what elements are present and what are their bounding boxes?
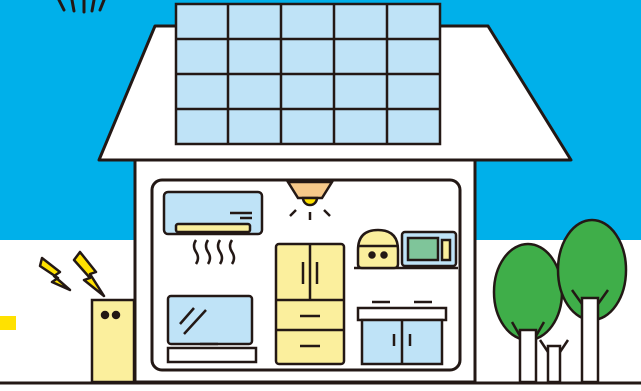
power-storage-unit-icon [92, 300, 134, 382]
refrigerator-icon [276, 244, 344, 364]
kitchen-counter-icon [358, 302, 446, 364]
solar-panel-icon [176, 4, 440, 144]
rice-cooker-icon [358, 230, 398, 268]
yellow-accent-bar [0, 316, 16, 330]
television-icon [168, 296, 256, 362]
microwave-icon [402, 232, 456, 266]
